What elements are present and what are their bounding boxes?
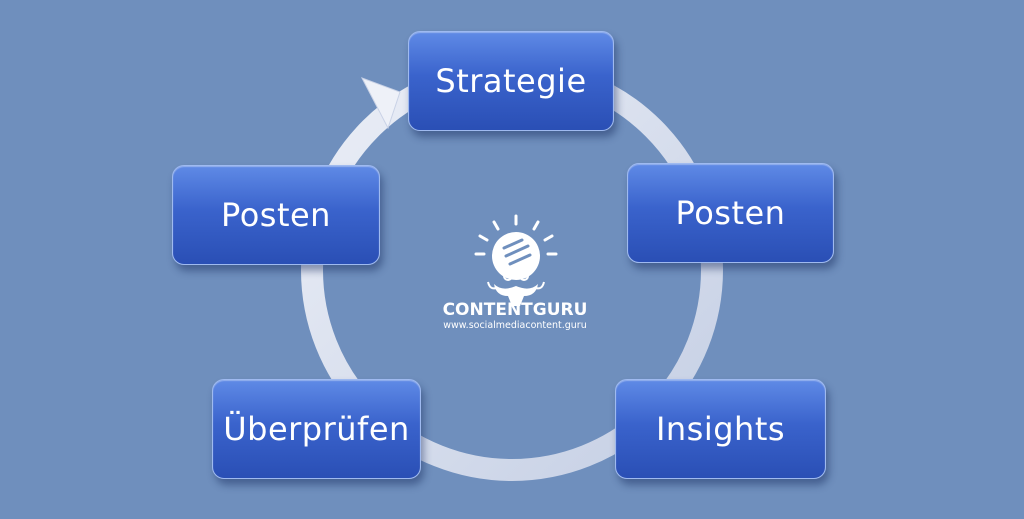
node-posten-left: Posten <box>172 165 380 265</box>
node-insights: Insights <box>615 379 826 479</box>
logo-url-text: www.socialmediacontent.guru <box>443 320 587 331</box>
contentguru-logo-icon <box>474 214 558 306</box>
cycle-arrow-head <box>360 77 401 130</box>
node-ueberpruefen: Überprüfen <box>212 379 421 479</box>
node-posten-right: Posten <box>627 163 834 263</box>
logo-brand-text: CONTENTGURU <box>442 300 588 320</box>
node-strategie: Strategie <box>408 31 614 131</box>
